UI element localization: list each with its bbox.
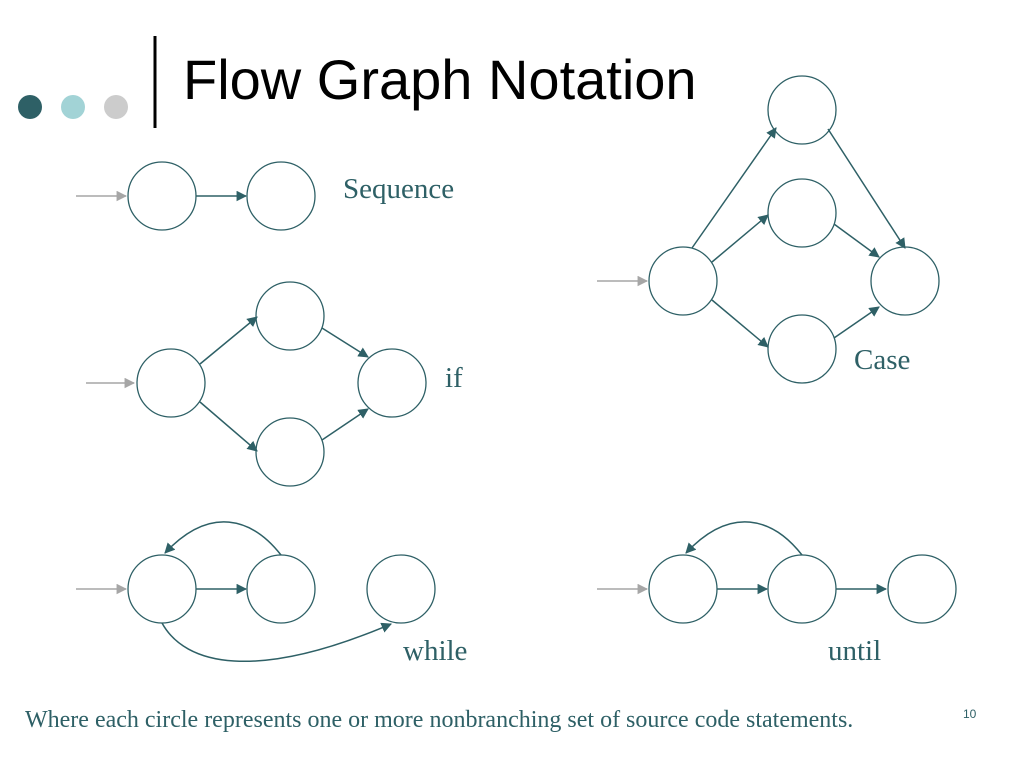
exit-edge [161,622,392,663]
edge [321,408,369,441]
if-graph [86,281,427,487]
grey-dot-icon [104,95,128,119]
node [648,246,718,316]
case-label: Case [854,344,911,376]
node [127,554,197,624]
edge [711,214,769,263]
footer-note: Where each circle represents one or more… [25,707,854,733]
sequence-graph [76,161,316,231]
node [246,554,316,624]
if-label: if [445,362,463,394]
edge [827,128,906,249]
while-graph [76,521,436,663]
node [767,75,837,145]
node [357,348,427,418]
node [648,554,718,624]
edge [691,127,777,249]
edge [199,401,258,452]
edge [833,306,880,339]
node [136,348,206,418]
edge [321,327,369,358]
case-graph [597,75,940,384]
node [767,554,837,624]
while-label: while [403,635,468,667]
node [366,554,436,624]
node [870,246,940,316]
page-number: 10 [963,707,977,721]
node [127,161,197,231]
node [255,417,325,487]
edge [711,299,769,348]
node [767,314,837,384]
node [246,161,316,231]
until-graph [597,521,957,624]
node [255,281,325,351]
edge [833,223,880,258]
dark-dot-icon [18,95,42,119]
light-dot-icon [61,95,85,119]
node [767,178,837,248]
sequence-label: Sequence [343,173,455,205]
loop-edge [164,521,282,556]
node [887,554,957,624]
edge [199,316,258,365]
loop-edge [685,521,803,556]
slide-title: Flow Graph Notation [183,48,697,111]
until-label: until [828,635,882,667]
